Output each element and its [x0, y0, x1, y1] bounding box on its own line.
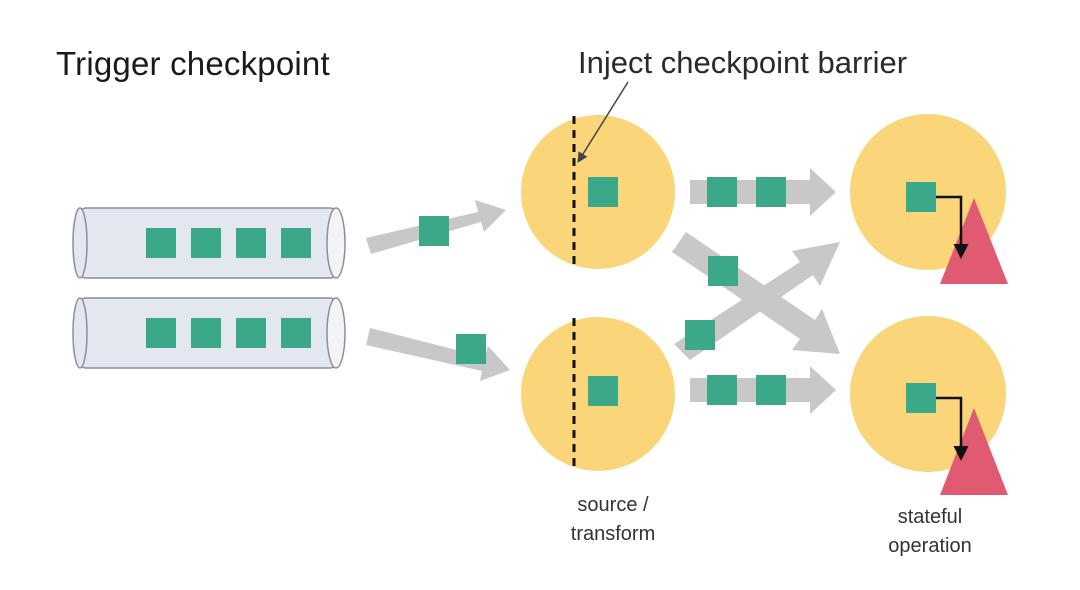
barrier-callout-label: Inject checkpoint barrier	[578, 45, 908, 80]
flow-arrow-queue-to-source-bottom	[366, 328, 510, 381]
state-triangle	[940, 408, 1008, 495]
record	[146, 318, 176, 348]
input-queue-bottom	[72, 297, 346, 369]
stateful-operation-label: stateful operation	[865, 503, 995, 561]
record	[191, 318, 221, 348]
stateful-operator-bottom	[850, 316, 1008, 495]
record	[456, 334, 486, 364]
input-queue-top	[72, 207, 346, 279]
stateful-label-line2: operation	[888, 535, 972, 557]
source-transform-label: source / transform	[548, 491, 678, 549]
record	[588, 376, 618, 406]
record	[707, 375, 737, 405]
flow-arrow-queue-to-source-top	[366, 200, 506, 254]
record	[588, 177, 618, 207]
record	[685, 320, 715, 350]
record	[906, 383, 936, 413]
record	[707, 177, 737, 207]
record	[906, 182, 936, 212]
flow-arrow-cross-up	[674, 242, 840, 360]
record	[756, 177, 786, 207]
record	[281, 318, 311, 348]
record	[281, 228, 311, 258]
state-triangle	[940, 198, 1008, 284]
record	[191, 228, 221, 258]
record	[708, 256, 738, 286]
source-operator-top	[521, 115, 675, 269]
source-label-line1: source /	[577, 494, 649, 516]
slide-title: Trigger checkpoint	[56, 45, 330, 82]
source-operator-bottom	[521, 317, 675, 471]
stateful-operator-top	[850, 114, 1008, 284]
callout-leader-line	[577, 81, 629, 163]
record	[419, 216, 449, 246]
flow-arrow-top-straight	[690, 168, 836, 216]
record	[756, 375, 786, 405]
stateful-label-line1: stateful	[897, 506, 963, 528]
source-label-line2: transform	[570, 523, 656, 545]
record	[236, 228, 266, 258]
record	[236, 318, 266, 348]
record	[146, 228, 176, 258]
flow-arrow-bottom-straight	[690, 366, 836, 414]
